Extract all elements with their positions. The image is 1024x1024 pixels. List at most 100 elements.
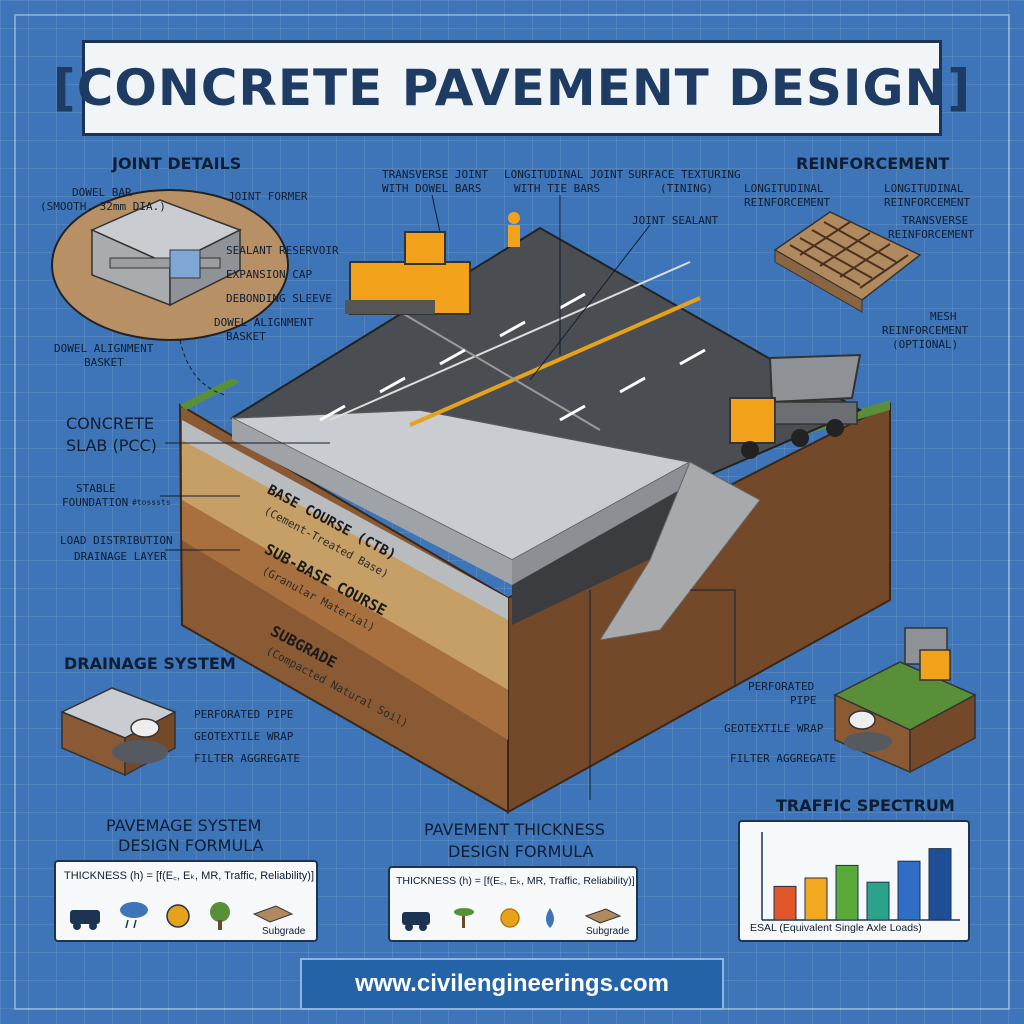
- subgrade-stratum: [182, 500, 508, 740]
- transverse-joint-label-2: WITH DOWEL BARS: [382, 182, 482, 195]
- formula-left-heading-1: PAVEMAGE SYSTEM: [106, 816, 262, 835]
- dowel-basket-label-c: DOWEL ALIGNMENT: [54, 342, 154, 355]
- stable-foundation-2: FOUNDATION: [62, 496, 129, 509]
- chart-bar-4: [866, 881, 890, 921]
- grass-left: [180, 378, 240, 410]
- formula-left-subgrade: Subgrade: [262, 926, 306, 937]
- dowel-bar-spec-label: (SMOOTH, 32mm DIA.): [40, 200, 166, 213]
- joint-former-label: JOINT FORMER: [228, 190, 308, 203]
- subbase-stratum: [182, 430, 508, 690]
- transverse-reinf-1: TRANSVERSE: [902, 214, 969, 227]
- transverse-joint-label-1: TRANSVERSE JOINT: [382, 168, 488, 181]
- chart-title: TRAFFIC SPECTRUM: [776, 796, 955, 815]
- subgrade-icon: [252, 905, 294, 923]
- longitudinal-joint-label-2: WITH TIE BARS: [514, 182, 601, 195]
- stable-foundation-1: STABLE: [76, 482, 116, 495]
- joint-details-inset: [51, 189, 289, 341]
- long-reinf-right-1: LONGITUDINAL: [884, 182, 964, 195]
- drainage-left-inset: [60, 687, 177, 777]
- leader-lines: [160, 194, 736, 800]
- sun-icon: [500, 908, 520, 928]
- chart-bar-6: [928, 848, 952, 921]
- worker: [508, 212, 520, 247]
- soil-right-face: [507, 402, 891, 814]
- gravel-slope: [598, 461, 761, 641]
- reinforcement-heading: REINFORCEMENT: [796, 154, 950, 173]
- joint-sealant-label: JOINT SEALANT: [632, 214, 719, 227]
- drainage-right-inset: [833, 627, 977, 774]
- drain-right-pipe-2: PIPE: [790, 694, 817, 707]
- chart-bar-5: [897, 860, 921, 921]
- slab-edge-right: [512, 462, 690, 585]
- dowel-basket-label-b: BASKET: [226, 330, 266, 343]
- transverse-joint: [379, 299, 601, 431]
- drain-right-pipe-1: PERFORATED: [748, 680, 815, 693]
- drain-left-pipe: PERFORATED PIPE: [194, 708, 294, 721]
- load-distribution-1: LOAD DISTRIBUTION: [60, 534, 173, 547]
- water-icon: [546, 908, 554, 928]
- sealant-reservoir-label: SEALANT RESERVOIR: [226, 244, 339, 257]
- long-reinf-left-2: REINFORCEMENT: [744, 196, 831, 209]
- load-distribution-2: DRAINAGE LAYER: [74, 550, 167, 563]
- drain-right-aggregate: FILTER AGGREGATE: [730, 752, 836, 765]
- drain-left-geotextile: GEOTEXTILE WRAP: [194, 730, 294, 743]
- formula-center-box: THICKNESS (h) = [f(E꜀, Eₖ, MR, Traffic, …: [388, 866, 638, 942]
- title-banner: [CONCRETE PAVEMENT DESIGN]: [53, 40, 970, 136]
- formula-left-heading-2: DESIGN FORMULA: [118, 836, 264, 855]
- base-right-face: [512, 484, 690, 625]
- dowel-bar-label: DOWEL BAR: [72, 186, 132, 199]
- mesh-reinf-2: REINFORCEMENT: [882, 324, 969, 337]
- drain-left-aggregate: FILTER AGGREGATE: [194, 752, 300, 765]
- debonding-sleeve-label: DEBONDING SLEEVE: [226, 292, 332, 305]
- rain-icon: [120, 902, 148, 929]
- mesh-reinf-1: MESH: [930, 310, 957, 323]
- formula-center-icons: [402, 908, 622, 931]
- dowel-basket-label-a: DOWEL ALIGNMENT: [214, 316, 314, 329]
- car-icon: [70, 910, 100, 930]
- lane-dashes: [319, 292, 706, 422]
- longitudinal-joint-label-1: LONGITUDINAL JOINT: [504, 168, 624, 181]
- formula-center-subgrade: Subgrade: [586, 926, 630, 937]
- chart-bar-3: [835, 864, 859, 921]
- slab-edge: [232, 418, 512, 585]
- website-link[interactable]: www.civilengineerings.com: [355, 970, 669, 997]
- yellow-centerline: [409, 296, 701, 427]
- longitudinal-joint: [329, 261, 691, 421]
- subgrade-icon: [584, 908, 622, 924]
- car-icon: [402, 912, 430, 931]
- footer-bar: www.civilengineerings.com: [300, 958, 724, 1010]
- traffic-chart-box: ESAL (Equivalent Single Axle Loads): [738, 820, 970, 942]
- tree-icon: [210, 902, 230, 930]
- mesh-reinf-3: (OPTIONAL): [892, 338, 959, 351]
- dowel-basket-label-d: BASKET: [84, 356, 124, 369]
- reinforcement-inset: [773, 211, 922, 313]
- chart-bar-2: [804, 877, 828, 921]
- traffic-chart: [761, 832, 960, 921]
- formula-left-box: THICKNESS (h) = [f(E꜀, Eₖ, MR, Traffic, …: [54, 860, 318, 942]
- expansion-cap-label: EXPANSION CAP: [226, 268, 313, 281]
- formula-center-heading-1: PAVEMENT THICKNESS: [424, 820, 605, 839]
- chart-bar-1: [773, 885, 797, 921]
- drain-right-geotextile: GEOTEXTILE WRAP: [724, 722, 824, 735]
- dump-truck: [729, 353, 862, 459]
- concrete-slab-label-2: SLAB (PCC): [66, 436, 157, 455]
- surface-texturing-label-2: (TINING): [660, 182, 713, 195]
- surface-texturing-label-1: SURFACE TEXTURING: [628, 168, 741, 181]
- climate-icon: [166, 904, 190, 928]
- drainage-system-heading: DRAINAGE SYSTEM: [64, 654, 236, 673]
- formula-center-heading-2: DESIGN FORMULA: [448, 842, 594, 861]
- joint-details-heading: JOINT DETAILS: [112, 154, 242, 173]
- stable-foundation-small: #tosssts: [132, 498, 171, 507]
- palm-icon: [454, 908, 474, 928]
- formula-center-text: THICKNESS (h) = [f(E꜀, Eₖ, MR, Traffic, …: [396, 875, 635, 887]
- formula-left-icons: [70, 902, 294, 930]
- page-title: [CONCRETE PAVEMENT DESIGN]: [52, 59, 972, 117]
- slipform-paver: [345, 231, 471, 315]
- base-stratum: [182, 420, 508, 620]
- chart-x-label: ESAL (Equivalent Single Axle Loads): [750, 922, 922, 934]
- concrete-slab-label-1: CONCRETE: [66, 414, 155, 433]
- long-reinf-right-2: REINFORCEMENT: [884, 196, 971, 209]
- long-reinf-left-1: LONGITUDINAL: [744, 182, 824, 195]
- transverse-reinf-2: REINFORCEMENT: [888, 228, 975, 241]
